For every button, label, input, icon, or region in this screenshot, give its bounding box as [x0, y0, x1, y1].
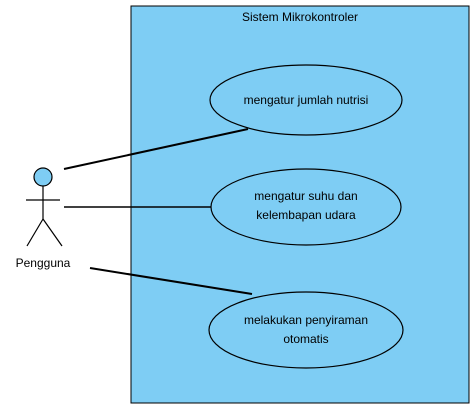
use-case-uc3-ellipse [208, 291, 404, 369]
use-case-uc3-label-line-1: melakukan penyiraman [244, 313, 368, 327]
use-case-uc2-label-line-1: mengatur suhu dan [254, 189, 357, 203]
actor-pengguna: Pengguna [16, 167, 71, 270]
actor-left-leg [26, 218, 44, 247]
actor-right-leg [42, 218, 63, 247]
use-case-uc3: melakukan penyiraman otomatis [208, 291, 404, 369]
use-case-uc1-label-line-1: mengatur jumlah nutrisi [244, 93, 369, 107]
use-case-uc2-label-line-2: kelembapan udara [256, 208, 356, 222]
association-uc3 [89, 267, 253, 295]
use-case-uc3-label-line-2: otomatis [283, 332, 328, 346]
actor-head [33, 167, 53, 187]
use-case-uc1: mengatur jumlah nutrisi [209, 64, 403, 136]
use-case-uc2: mengatur suhu dan kelembapan udara [210, 168, 402, 246]
system-title: Sistem Mikrokontroler [242, 10, 358, 24]
use-case-uc2-ellipse [210, 168, 402, 246]
use-case-uc1-ellipse [209, 64, 403, 136]
actor-label: Pengguna [16, 256, 71, 270]
association-uc1 [63, 128, 249, 170]
